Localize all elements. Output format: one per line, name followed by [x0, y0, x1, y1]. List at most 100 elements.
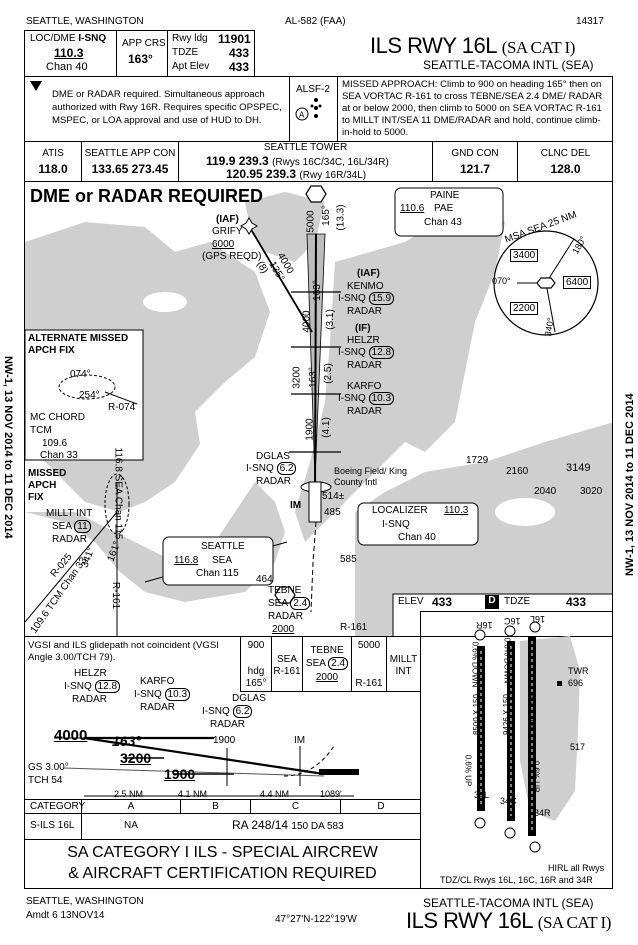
dglas-name: DGLAS	[256, 451, 290, 462]
localizer-callout-box	[357, 502, 479, 546]
minima-col-1	[81, 799, 82, 840]
kenmo-name: KENMO	[347, 281, 384, 292]
seattle-callout-box	[162, 536, 274, 586]
boeing-field: Boeing Field/ King County Intl	[334, 466, 408, 487]
profile-helzr: HELZR	[74, 668, 107, 679]
h464: 464	[256, 574, 273, 585]
atis-label: ATIS	[42, 148, 64, 159]
comms-div-1	[81, 141, 82, 182]
grade-2: 0.6% DOWN	[502, 637, 512, 684]
east-land	[355, 422, 612, 636]
gnd-freq: 121.7	[459, 162, 491, 176]
karfo-name: KARFO	[347, 381, 382, 392]
chart-number: 14317	[576, 16, 604, 27]
profile-missed-arc	[283, 745, 335, 777]
profile-d3: 4.4 NM	[260, 789, 290, 799]
glidepath-line	[83, 736, 325, 776]
dim-1: 8500 X 150	[471, 694, 481, 735]
dglas-ident: I-SNQ 6.2	[246, 462, 297, 475]
profile-d4: 1089'	[320, 789, 342, 799]
notes-divider-2	[337, 76, 338, 142]
loc-freq: 110.3	[54, 46, 84, 60]
airport-sketch	[474, 621, 580, 853]
icon-165: 165°	[245, 678, 267, 689]
footer-city: SEATTLE, WASHINGTON	[26, 896, 144, 907]
app-con-freq: 133.65 273.45	[91, 162, 169, 176]
paine-callout-box	[394, 187, 504, 237]
elev-517: 517	[570, 742, 586, 752]
alt-254: 254°	[79, 390, 100, 401]
msa-070: 070°	[492, 276, 511, 286]
h3020: 3020	[580, 486, 603, 497]
dim-2: 9426 X 150	[501, 694, 511, 735]
paine-ident: PAE	[434, 203, 454, 214]
title-main: ILS RWY 16L (SA CAT I)	[370, 33, 575, 58]
apt-elev-value: 433	[229, 60, 250, 74]
icon-sea: SEA	[276, 654, 297, 665]
icon-5000: 5000	[357, 640, 381, 651]
profile-dglas-radar: RADAR	[210, 719, 246, 730]
profile-d1: 2.5 NM	[114, 789, 144, 799]
profile-tch: TCH 54	[28, 775, 63, 786]
minima-col-3	[250, 799, 251, 814]
grify-iaf: (IAF)	[216, 214, 239, 225]
twr-label: TWR	[568, 666, 589, 676]
millt-ident: SEA 11	[52, 520, 91, 533]
icon-tebne-sea: SEA 2.4	[302, 657, 352, 670]
banner-line-2: & AIRCRAFT CERTIFICATION REQUIRED	[68, 865, 377, 882]
msa-2200: 2200	[510, 302, 539, 315]
profile-dglas: DGLAS	[232, 693, 266, 704]
r025-line	[25, 511, 118, 623]
icon-r161-a: R-161	[273, 666, 301, 677]
alt-074: 074°	[70, 369, 91, 380]
gnd-label: GND CON	[451, 148, 499, 159]
minima-na: NA	[124, 820, 138, 831]
rwy-16r: 16R	[476, 620, 493, 630]
clnc-freq: 128.0	[550, 162, 581, 176]
icon-hdg: hdg	[247, 666, 265, 677]
dglas-radar: RADAR	[256, 476, 292, 487]
mc-tcm: TCM	[30, 425, 52, 436]
mc-chan: Chan 33	[40, 450, 78, 461]
rwy-ldg-value: 11901	[218, 32, 251, 46]
missed-fix-title-3: FIX	[28, 492, 44, 503]
helzr-name: HELZR	[347, 335, 380, 346]
msa-vortac-icon	[536, 277, 556, 289]
app-con-label: SEATTLE APP CON	[84, 148, 176, 159]
lake-2	[495, 498, 555, 526]
h585: 585	[340, 554, 357, 565]
helzr-ident: I-SNQ 12.8	[338, 346, 395, 359]
icon-tebne: TEBNE	[310, 645, 344, 656]
alsf-symbol: A	[295, 98, 322, 121]
plan-view-graphics	[25, 185, 612, 636]
icon-2000: 2000	[315, 672, 339, 683]
icon-900: 900	[247, 640, 265, 651]
kenmo-iaf: (IAF)	[357, 268, 380, 279]
minima-col-4	[340, 799, 341, 814]
svg-text:A: A	[299, 111, 305, 120]
app-crs-value: 163°	[128, 52, 153, 66]
kenmo-radar: RADAR	[347, 306, 383, 317]
als-icon-34r	[529, 841, 541, 853]
footer-title: ILS RWY 16L (SA CAT I)	[406, 908, 611, 933]
cat-d: D	[377, 801, 385, 812]
h2040: 2040	[534, 486, 557, 497]
footer-airport: SEATTLE-TACOMA INTL (SEA)	[423, 896, 594, 910]
profile-alt-1900a: 1900	[213, 735, 236, 746]
h485: 485	[324, 507, 341, 518]
missed-approach-text: MISSED APPROACH: Climb to 900 on heading…	[342, 79, 603, 138]
profile-alt-1900b: 1900	[164, 766, 196, 782]
seattle-vortac-name: SEATTLE	[201, 541, 245, 552]
rwy-16l: 16L	[530, 614, 546, 624]
r161-label-a: R-161	[110, 581, 122, 610]
dme-radar-required: DME or RADAR REQUIRED	[30, 186, 264, 206]
seattle-vortac-icon	[274, 586, 296, 604]
seattle-vortac-ident: SEA	[212, 555, 233, 566]
elev-strip	[392, 593, 612, 636]
cat-c: C	[291, 801, 300, 812]
msa-3400: 3400	[510, 249, 539, 262]
cat-b: B	[212, 801, 219, 812]
elev-value: 433	[432, 595, 453, 609]
profile-ground-line	[63, 767, 325, 777]
grade-1: 0.6% DOWN	[470, 641, 480, 688]
